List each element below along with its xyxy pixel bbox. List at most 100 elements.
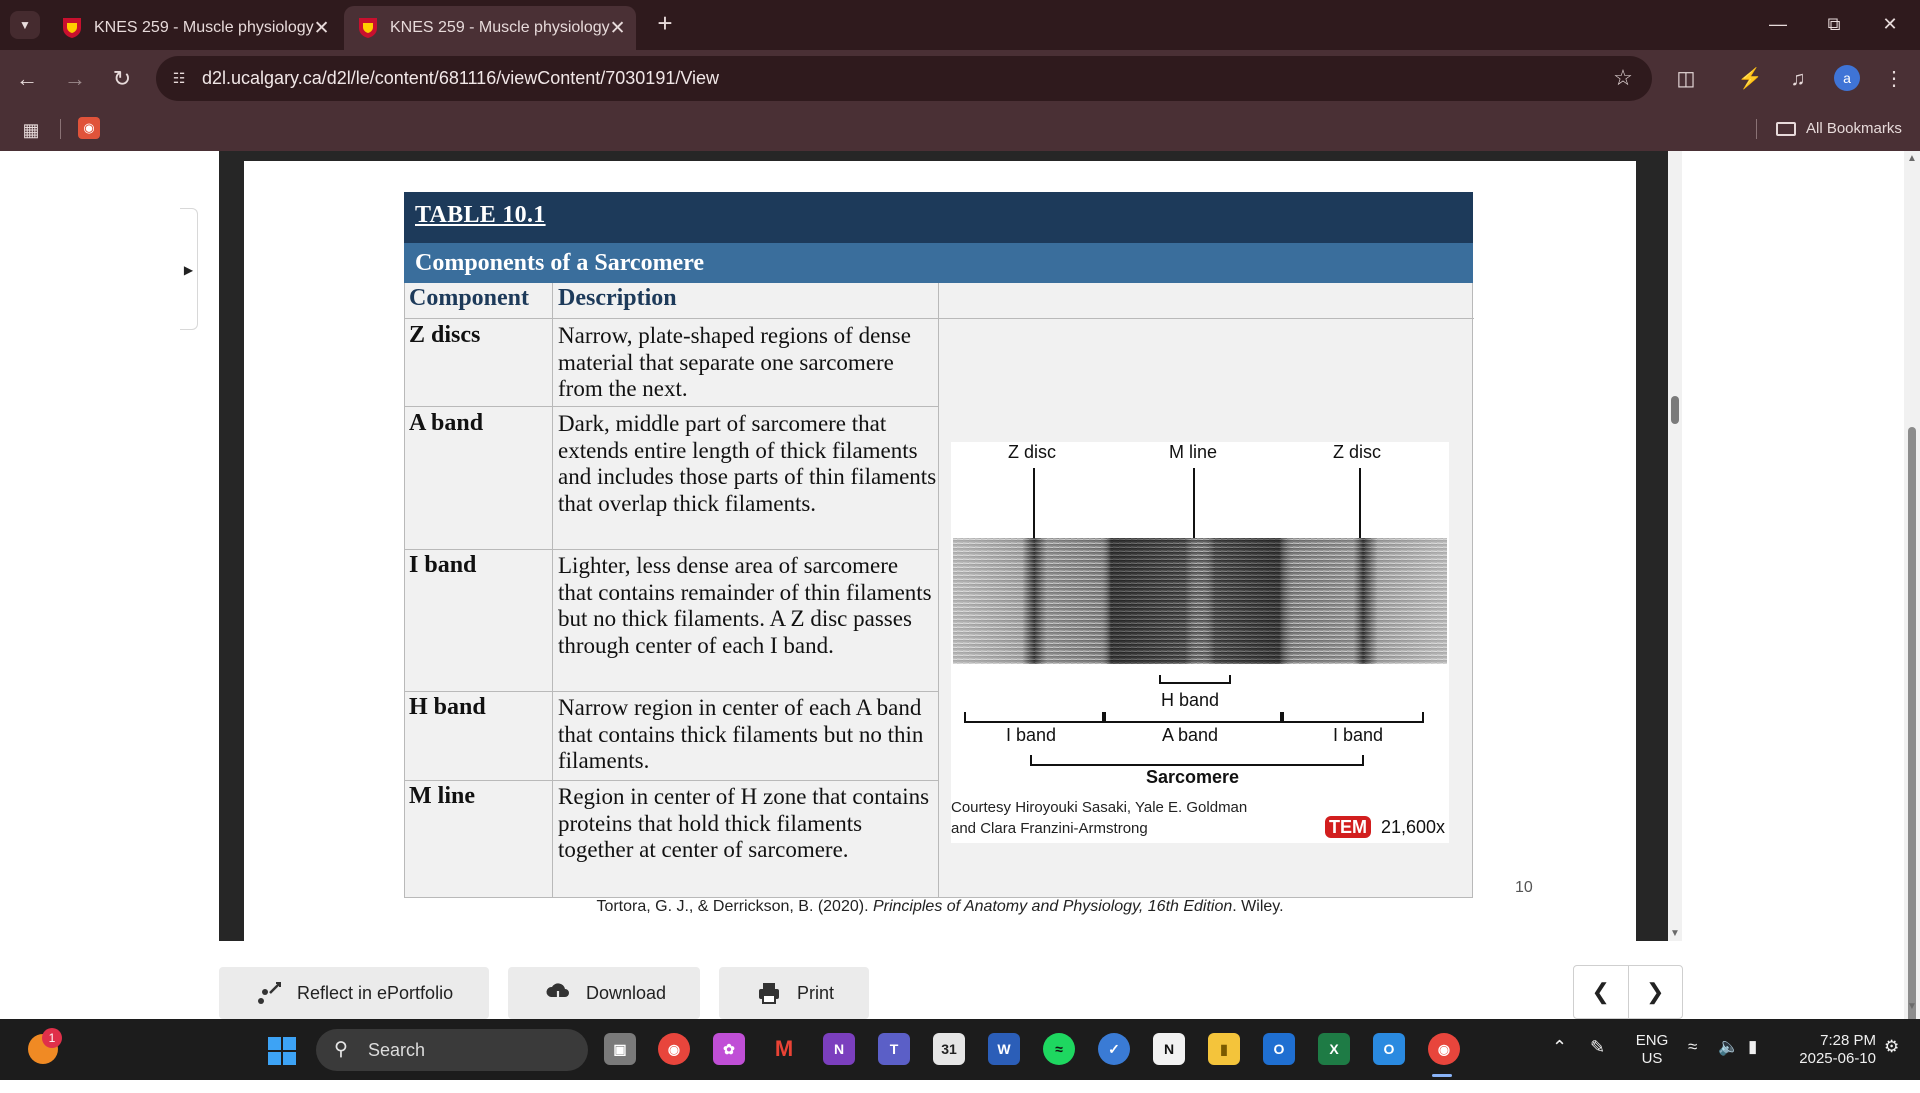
tab-close-icon[interactable]: ✕	[313, 17, 330, 39]
table-subtitle-band: Components of a Sarcomere	[404, 243, 1473, 283]
tab-knes-1[interactable]: KNES 259 - Muscle physiology ✕	[48, 6, 338, 50]
minimize-icon[interactable]: —	[1769, 14, 1787, 34]
bookmarks-divider	[1756, 119, 1757, 139]
windows-start-icon[interactable]	[268, 1037, 296, 1065]
taskbar-search-label: Search	[368, 1040, 426, 1060]
row-divider	[405, 691, 938, 692]
spotify-icon[interactable]: ≈	[1043, 1033, 1075, 1065]
excel-icon[interactable]: X	[1318, 1033, 1350, 1065]
label-h-band: H band	[1161, 690, 1220, 710]
row-divider	[405, 780, 938, 781]
word-icon[interactable]: W	[988, 1033, 1020, 1065]
table-row-name: M line	[409, 783, 475, 809]
print-button[interactable]: Print	[719, 967, 869, 1019]
eportfolio-icon	[255, 979, 283, 1007]
performance-icon[interactable]: ⚡	[1737, 68, 1763, 90]
figure-credit-line: and Clara Franzini-Armstrong	[951, 820, 1148, 837]
gmail-icon[interactable]: M	[768, 1033, 800, 1065]
volume-icon[interactable]: 🔈	[1718, 1037, 1740, 1056]
bookmarks-divider	[60, 119, 61, 139]
scroll-up-arrow-icon[interactable]: ▲	[1907, 153, 1917, 164]
reflect-eportfolio-button[interactable]: Reflect in ePortfolio	[219, 967, 489, 1019]
search-icon: ⚲	[334, 1039, 348, 1060]
pen-icon[interactable]: ✎	[1590, 1037, 1606, 1057]
previous-chevron-icon[interactable]: ❮	[1591, 979, 1610, 1004]
teams-icon[interactable]: T	[878, 1033, 910, 1065]
chrome-profile-icon[interactable]: ◉	[1428, 1033, 1460, 1065]
back-arrow-icon[interactable]: ←	[16, 66, 38, 91]
column-header-description: Description	[558, 285, 677, 311]
extensions-icon[interactable]: ◫	[1676, 68, 1696, 90]
all-bookmarks-button[interactable]: All Bookmarks	[1776, 107, 1902, 151]
apps-grid-icon[interactable]: ▦	[22, 120, 40, 140]
table-row-name: H band	[409, 694, 486, 720]
ucalgary-shield-icon	[62, 17, 82, 39]
calendar-icon[interactable]: 31	[933, 1033, 965, 1065]
weather-widget-icon[interactable]: 1	[28, 1028, 62, 1064]
document-viewer: TABLE 10.1 Components of a Sarcomere Com…	[219, 151, 1682, 941]
chrome-icon[interactable]: ◉	[658, 1033, 690, 1065]
table-title-band: TABLE 10.1	[404, 192, 1473, 243]
menu-kebab-icon[interactable]: ⋮	[1884, 68, 1904, 90]
window-close-icon[interactable]: ✕	[1882, 14, 1898, 34]
tab-close-icon[interactable]: ✕	[609, 17, 626, 39]
scroll-down-arrow-icon[interactable]: ▼	[1907, 1001, 1917, 1012]
show-hidden-icons-chevron-icon[interactable]: ⌃	[1552, 1037, 1568, 1057]
outlook-new-icon[interactable]: O	[1373, 1033, 1405, 1065]
notification-badge: 1	[42, 1028, 62, 1048]
label-sarcomere: Sarcomere	[1146, 767, 1240, 787]
tab-knes-2-active[interactable]: KNES 259 - Muscle physiology ✕	[344, 6, 636, 50]
all-bookmarks-label: All Bookmarks	[1806, 120, 1902, 137]
label-a-band: A band	[1162, 725, 1219, 745]
cloud-download-icon	[544, 979, 572, 1007]
micrograph-image	[953, 538, 1447, 664]
clock-date: 2025-06-10	[1799, 1050, 1876, 1067]
onenote-icon[interactable]: N	[823, 1033, 855, 1065]
media-controls-icon[interactable]: ♫	[1790, 68, 1806, 90]
outlook-icon[interactable]: O	[1263, 1033, 1295, 1065]
bookmark-extension-icon[interactable]: ◉	[78, 117, 100, 139]
slide-citation: Tortora, G. J., & Derrickson, B. (2020).…	[244, 898, 1636, 916]
d2l-content-area: ▶ TABLE 10.1 Components of a Sarcomere C…	[0, 151, 1920, 1019]
notifications-icon[interactable]: ⚙	[1884, 1037, 1900, 1056]
micrograph-diagram	[953, 468, 1447, 766]
page-scrollbar[interactable]: ▲ ▼	[1904, 151, 1920, 1027]
column-header-component: Component	[409, 285, 530, 311]
scroll-down-arrow-icon[interactable]: ▼	[1670, 928, 1680, 939]
next-chevron-icon[interactable]: ❯	[1627, 966, 1683, 1018]
new-tab-button[interactable]: +	[657, 8, 673, 38]
table-subtitle: Components of a Sarcomere	[415, 250, 705, 276]
forward-arrow-icon[interactable]: →	[64, 66, 86, 91]
address-bar[interactable]: ☷ d2l.ucalgary.ca/d2l/le/content/681116/…	[156, 56, 1652, 101]
printer-icon	[755, 979, 783, 1007]
toc-expand-handle[interactable]: ▶	[180, 208, 198, 330]
copilot-icon[interactable]: ✿	[713, 1033, 745, 1065]
task-view-icon[interactable]: ▣	[604, 1033, 636, 1065]
download-button[interactable]: Download	[508, 967, 700, 1019]
reload-icon[interactable]: ↻	[112, 66, 132, 91]
system-clock[interactable]: 7:28 PM 2025-06-10	[1780, 1032, 1876, 1093]
label-z-disc-left: Z disc	[1008, 442, 1057, 462]
restore-icon[interactable]: ⧉	[1827, 14, 1841, 34]
viewer-scrollbar[interactable]: ▼	[1668, 151, 1682, 941]
file-explorer-icon[interactable]: ▮	[1208, 1033, 1240, 1065]
tab-search-button[interactable]: ▼	[10, 11, 40, 39]
battery-icon[interactable]: ▮	[1748, 1037, 1758, 1056]
citation-publisher: . Wiley.	[1232, 898, 1284, 915]
viewer-scroll-thumb[interactable]	[1671, 396, 1679, 424]
taskbar-search-box[interactable]: ⚲ Search	[316, 1029, 588, 1071]
profile-avatar[interactable]: a	[1834, 65, 1860, 91]
bookmark-star-icon[interactable]: ☆	[1613, 65, 1633, 90]
table-row-description: Lighter, less dense area of sarcomere th…	[558, 553, 932, 658]
page-scroll-thumb[interactable]	[1908, 427, 1916, 1027]
ucalgary-shield-icon	[358, 17, 378, 39]
vpn-shield-icon[interactable]: ✓	[1098, 1033, 1130, 1065]
notion-icon[interactable]: N	[1153, 1033, 1185, 1065]
table-row-description: Dark, middle part of sarcomere that exte…	[558, 411, 937, 516]
wifi-icon[interactable]: ≈	[1688, 1037, 1698, 1056]
site-info-icon[interactable]: ☷	[172, 70, 186, 86]
language-indicator[interactable]: ENG US	[1632, 1032, 1672, 1093]
url-text[interactable]: d2l.ucalgary.ca/d2l/le/content/681116/vi…	[202, 68, 720, 88]
row-divider	[405, 318, 1474, 319]
bookmarks-bar: ▦ ◉ All Bookmarks	[0, 107, 1920, 151]
